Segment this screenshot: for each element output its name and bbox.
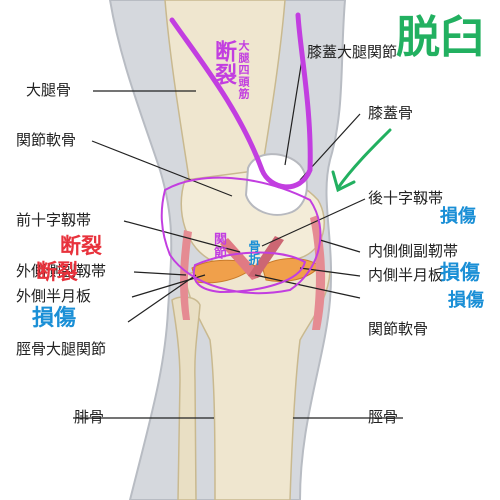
note-inner-small: 骨折: [247, 240, 261, 266]
note-injury-mcl: 損傷: [440, 260, 480, 284]
note-injury-medial-meniscus: 損傷: [448, 290, 484, 311]
label-acl: 前十字靱帯: [16, 211, 92, 229]
note-rupture-lcl: 断裂: [36, 260, 78, 284]
lcl-ligament: [180, 230, 192, 320]
label-articular-cartilage-lower: 関節軟骨: [368, 320, 429, 338]
leader-lines: [73, 52, 403, 419]
label-patellofemoral-joint: 膝蓋大腿関節: [307, 43, 398, 61]
label-pcl: 後十字靱帯: [368, 189, 444, 207]
note-rupture-acl: 断裂: [60, 234, 102, 258]
green-arrow: [331, 128, 392, 193]
label-tibiofemoral-joint: 脛骨大腿関節: [16, 340, 107, 358]
label-femur: 大腿骨: [26, 81, 72, 99]
label-medial-meniscus: 内側半月板: [368, 266, 444, 284]
note-inner-joint: 関節: [211, 232, 226, 260]
purple-outlines: [160, 176, 322, 294]
label-articular-cartilage-upper: 関節軟骨: [16, 131, 77, 149]
note-dislocation: 脱臼: [396, 12, 484, 63]
mcl-ligament: [310, 215, 326, 330]
label-patella: 膝蓋骨: [368, 104, 414, 122]
label-lateral-meniscus: 外側半月板: [16, 287, 92, 305]
label-fibula: 腓骨: [74, 408, 105, 426]
acl-ligament: [220, 238, 262, 280]
note-quadriceps: 大腿四頭筋: [237, 40, 250, 100]
fibula: [171, 296, 201, 500]
label-tibia: 脛骨: [368, 408, 399, 426]
note-fracture-vertical: 断裂: [211, 40, 236, 86]
label-mcl: 内側側副靭帯: [368, 242, 459, 260]
label-lcl: 外側側副靱帯: [16, 262, 107, 280]
pcl-ligament: [248, 236, 284, 278]
purple-marks: [169, 12, 313, 190]
note-injury-pcl: 損傷: [440, 206, 476, 227]
note-injury-lateral-meniscus: 損傷: [32, 306, 77, 331]
